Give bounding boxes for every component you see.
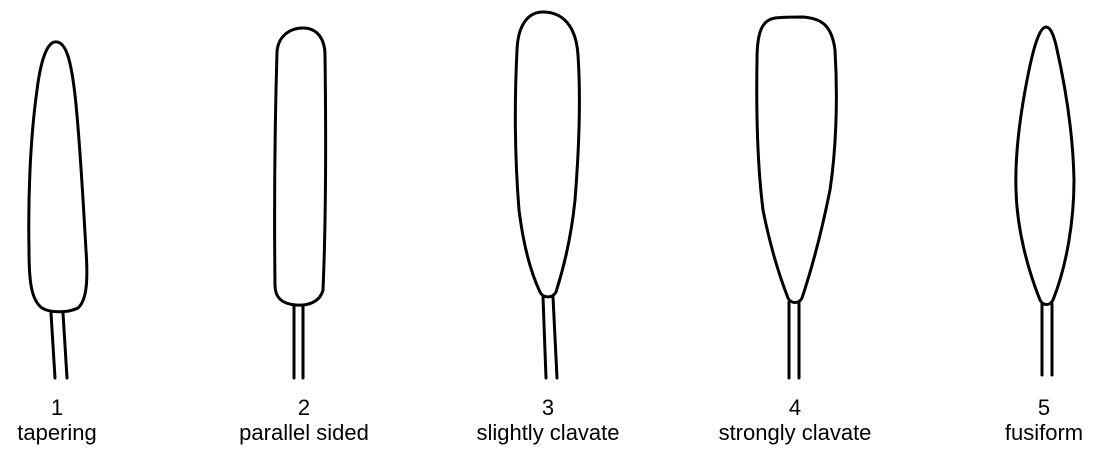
shape-slightly-clavate: [515, 12, 579, 378]
shape-number: 1: [0, 395, 157, 420]
shape-name: slightly clavate: [448, 420, 648, 445]
shape-name: fusiform: [944, 420, 1098, 445]
parallel-sided-outline: [275, 28, 326, 305]
label-fusiform: 5 fusiform: [944, 395, 1098, 445]
label-parallel-sided: 2 parallel sided: [204, 395, 404, 445]
shape-name: tapering: [0, 420, 157, 445]
shape-name: strongly clavate: [695, 420, 895, 445]
shape-number: 5: [944, 395, 1098, 420]
shape-number: 3: [448, 395, 648, 420]
label-slightly-clavate: 3 slightly clavate: [448, 395, 648, 445]
slightly-clavate-outline: [515, 12, 579, 297]
shape-fusiform: [1016, 27, 1074, 375]
shape-parallel-sided: [275, 28, 326, 378]
fusiform-outline: [1016, 27, 1074, 305]
shape-number: 2: [204, 395, 404, 420]
label-strongly-clavate: 4 strongly clavate: [695, 395, 895, 445]
shape-number: 4: [695, 395, 895, 420]
shape-name: parallel sided: [204, 420, 404, 445]
shape-tapering: [29, 42, 87, 378]
strongly-clavate-outline: [757, 17, 837, 303]
tapering-outline: [29, 42, 87, 312]
label-tapering: 1 tapering: [0, 395, 157, 445]
shape-strongly-clavate: [757, 17, 837, 378]
